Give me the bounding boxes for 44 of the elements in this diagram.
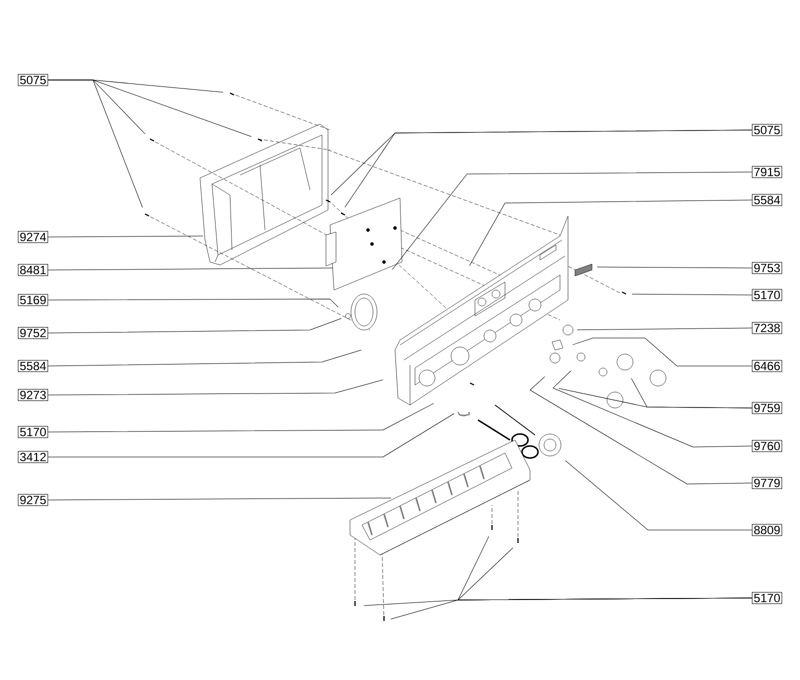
- callout-number: 5584: [18, 360, 48, 372]
- leader-line: [469, 200, 752, 266]
- leader-line: [392, 172, 752, 270]
- leader-line: [552, 370, 752, 448]
- leader-line: [48, 380, 384, 396]
- callout-number: 5170: [752, 592, 782, 604]
- callout-number: 6466: [752, 360, 782, 372]
- callout-number: 8809: [752, 524, 782, 536]
- callout-number: 9275: [18, 494, 48, 506]
- leader-line: [632, 294, 752, 296]
- leader-line: [48, 236, 204, 238]
- leader-line: [565, 460, 752, 530]
- leader-line: [576, 328, 752, 330]
- leader-line: [596, 266, 752, 268]
- leader-line: [344, 130, 752, 208]
- callout-number: 9760: [752, 440, 782, 452]
- leader-line: [48, 318, 342, 334]
- callout-number: 9759: [752, 402, 782, 414]
- callout-number: 9779: [752, 477, 782, 489]
- leader-line: [458, 548, 752, 600]
- callout-number: 9274: [18, 231, 48, 243]
- leader-line: [48, 268, 334, 270]
- callout-number: 7915: [752, 166, 782, 178]
- callout-number: 5170: [18, 426, 48, 438]
- callout-number: 3412: [18, 451, 48, 463]
- leader-line: [530, 376, 752, 484]
- leader-line: [48, 498, 392, 500]
- leader-line: [558, 388, 752, 408]
- callout-number: 9753: [752, 262, 782, 274]
- callout-number: 5584: [752, 194, 782, 206]
- callout-number: 9273: [18, 389, 48, 401]
- callout-number: 7238: [752, 322, 782, 334]
- callout-number: 5075: [18, 74, 48, 86]
- callout-number: 5170: [752, 289, 782, 301]
- leader-line: [572, 338, 752, 366]
- callout-number: 5169: [18, 294, 48, 306]
- leader-line: [48, 403, 434, 432]
- leader-line: [48, 298, 338, 308]
- leader-line: [48, 80, 143, 208]
- callout-number: 5075: [752, 124, 782, 136]
- leader-line: [48, 413, 454, 458]
- callout-number: 9752: [18, 327, 48, 339]
- leader-line: [48, 350, 362, 366]
- callout-number: 8481: [18, 264, 48, 276]
